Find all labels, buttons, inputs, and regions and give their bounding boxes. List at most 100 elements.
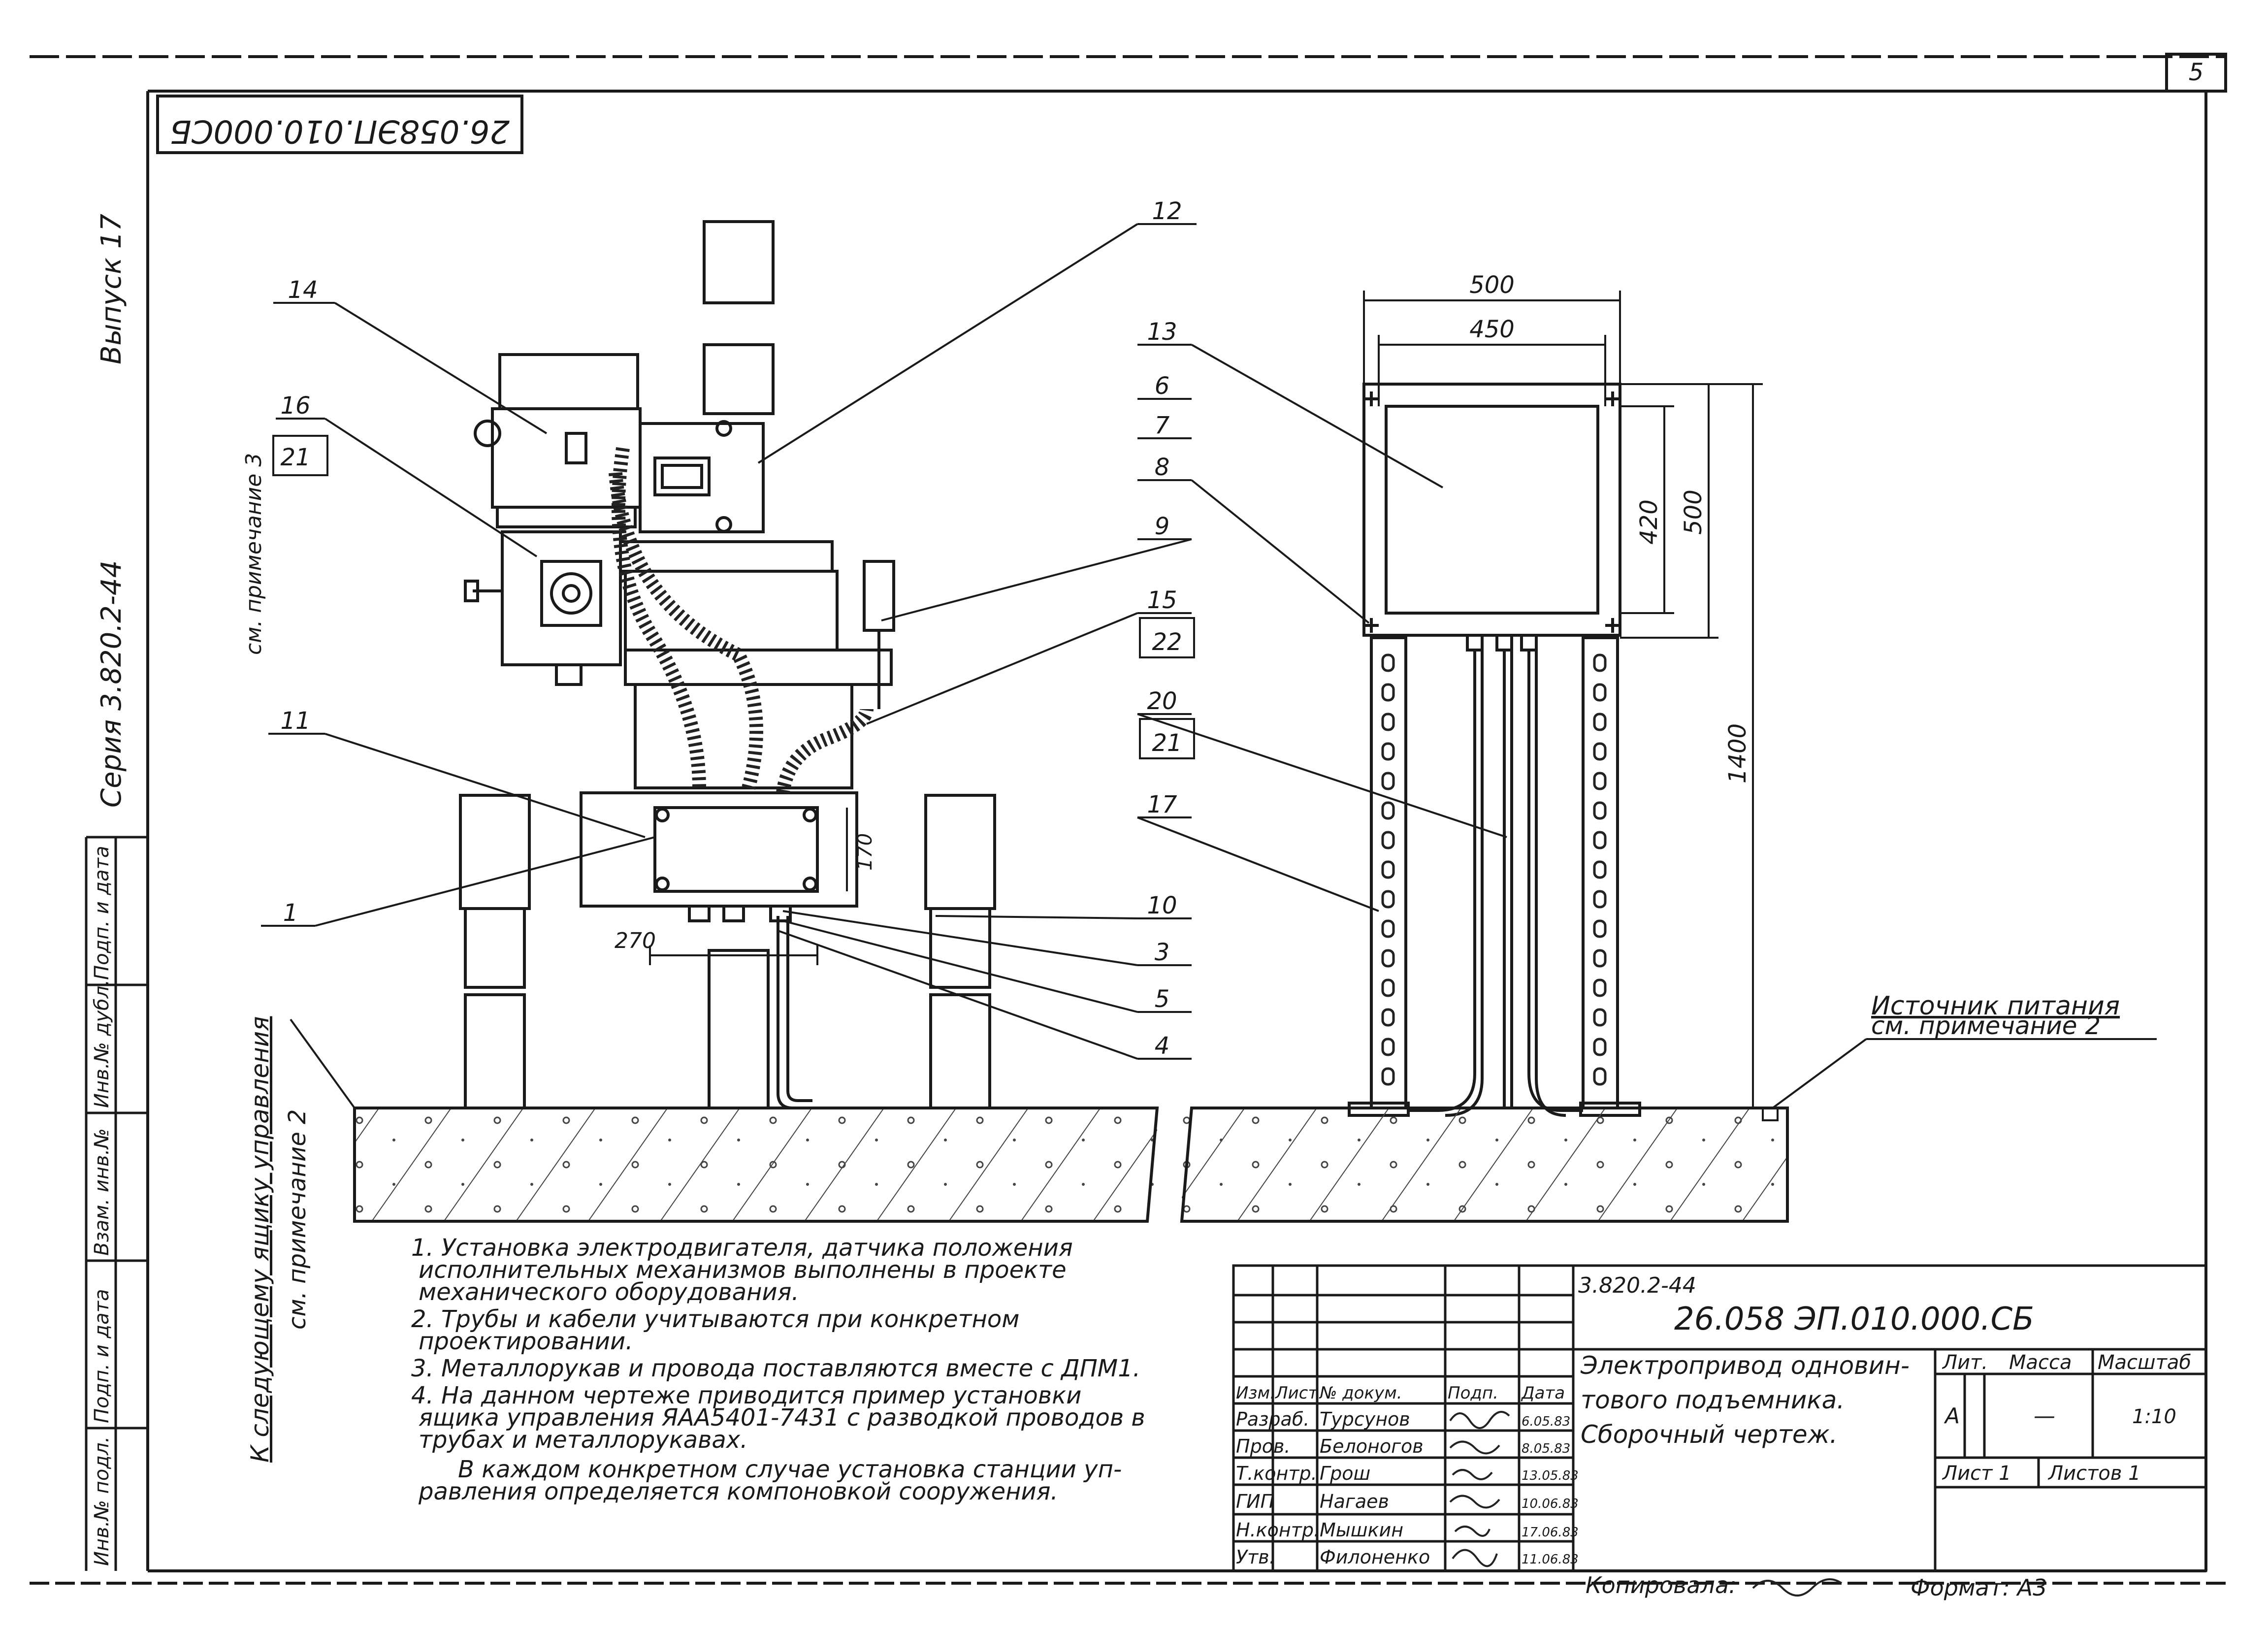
sign-date-gip: 10.06.83 [1522,1497,1579,1511]
stamp-label-vzam: Взам. инв.№ [91,1128,113,1256]
callout-14: 14 [288,276,318,304]
sign-name-nkontr: Мышкин [1320,1519,1403,1541]
sign-date-utv: 11.06.83 [1522,1552,1579,1567]
dim-450-width: 450 [1469,316,1515,343]
side-text-primechanie3: см. примечание 3 [241,453,266,655]
sheet-number: 5 [2189,59,2204,86]
sheet-number-box: 5 [2165,53,2227,93]
sign-name-gip: Нагаев [1320,1491,1389,1512]
lit-value: А [1944,1403,1960,1429]
note-line-1: 1. Установка электродвигателя, датчика п… [411,1234,1073,1262]
sign-role-razrab: Разраб. [1236,1408,1309,1430]
sign-date-nkontr: 17.06.83 [1522,1525,1579,1540]
callout-21-right: 21 [1152,729,1182,757]
title-name-line-1: Электропривод одновин- [1580,1351,1910,1380]
metal-hoses [609,447,874,794]
callout-20: 20 [1147,687,1177,715]
sign-role-prov: Пров. [1236,1435,1290,1457]
dim-420-height: 420 [1635,499,1663,545]
title-header-list: Лист [1274,1383,1318,1403]
callout-16: 16 [280,392,310,420]
callout-3: 3 [1155,939,1170,966]
stamp-label-podp-2: Подп. и дата [91,1289,113,1423]
notes-block: 1. Установка электродвигателя, датчика п… [411,1234,1145,1505]
lit-label: Лит. [1942,1351,1988,1374]
masshtab-label: Масштаб [2098,1351,2191,1374]
power-source-label: Источник питания [1871,991,2120,1021]
sign-role-gip: ГИП [1236,1491,1274,1512]
sign-date-tkontr: 13.05.83 [1522,1468,1579,1483]
footer-kopiroval: Копировала: [1586,1572,1737,1598]
concrete-slab-right [1180,1107,1789,1223]
note-line-6: 3. Металлорукав и провода поставляются в… [411,1355,1140,1382]
callout-21-left: 21 [280,444,310,471]
footer-format: Формат: А3 [1911,1574,2047,1601]
callout-10: 10 [1147,892,1177,919]
massa-value: — [2034,1403,2055,1429]
leg-perforations [1381,653,1607,1086]
callout-22: 22 [1152,628,1182,656]
stamp-label-podp-1: Подп. и дата [91,846,113,980]
note-line-2: исполнительных механизмов выполнены в пр… [419,1256,1067,1284]
title-header-doc: № докум. [1319,1383,1402,1403]
sign-role-nkontr: Н.контр. [1236,1519,1320,1541]
note-line-11: равления определяется компоновкой сооруж… [418,1478,1058,1505]
title-block-grid [1232,1264,2207,1572]
masshtab-value: 1:10 [2132,1405,2176,1428]
dim-170-height: 170 [854,833,876,871]
title-header-data: Дата [1521,1383,1565,1403]
sign-name-tkontr: Грош [1320,1463,1370,1484]
concrete-slab-left [353,1107,1159,1223]
callout-8: 8 [1155,454,1170,481]
left-stamp-column [85,836,148,1571]
callout-7: 7 [1155,412,1170,439]
dim-500-height: 500 [1680,489,1707,535]
callout-11: 11 [280,707,310,735]
sign-name-prov: Белоногов [1320,1435,1424,1457]
dim-270-width: 270 [615,928,656,953]
listov-label: Листов 1 [2047,1462,2141,1485]
dim-500-width: 500 [1469,271,1515,299]
dim-1400-height: 1400 [1724,723,1751,783]
callout-17: 17 [1147,791,1177,818]
note-line-4: 2. Трубы и кабели учитываются при конкре… [411,1305,1020,1333]
power-source-note: см. примечание 2 [1871,1011,2101,1040]
stamp-label-inv-podl: Инв.№ подл. [91,1436,113,1566]
callout-9: 9 [1155,513,1170,540]
title-name-line-3: Сборочный чертеж. [1581,1420,1838,1449]
callout-12: 12 [1152,197,1182,225]
rotated-doc-code: 26.058ЭП.010.000СБ [170,113,510,149]
handwritten-signatures [1449,1411,1510,1567]
stamp-label-inv-dubl: Инв.№ дубл. [91,979,113,1108]
side-text-to-next-box: К следующему ящику управления [246,1016,274,1463]
sign-name-razrab: Турсунов [1320,1408,1410,1430]
title-name-line-2: тового подъемника. [1581,1386,1845,1414]
copyist-signature [1752,1578,1843,1596]
mechanism-view [459,220,996,1109]
side-text-primechanie2: см. примечание 2 [284,1109,311,1330]
callout-5: 5 [1155,985,1170,1013]
title-header-izm: Изм. [1236,1383,1275,1403]
sign-role-tkontr: Т.контр. [1236,1463,1317,1484]
note-line-5: проектировании. [419,1328,633,1355]
sign-role-utv: Утв. [1236,1546,1275,1568]
sheet-frame [30,55,2226,1585]
side-text-vypusk: Выпуск 17 [96,214,128,364]
note-line-3: механического оборудования. [419,1278,799,1306]
title-header-podp: Подп. [1448,1383,1498,1403]
rotated-code-box: 26.058ЭП.010.000СБ [156,95,523,154]
callout-15: 15 [1147,586,1177,614]
callout-6: 6 [1155,372,1170,400]
massa-label: Масса [2009,1351,2072,1374]
list-label: Лист 1 [1942,1462,2011,1485]
dimension-lines [649,291,1763,1108]
title-doc-code: 26.058 ЭП.010.000.СБ [1674,1301,2034,1337]
callout-1: 1 [283,899,298,927]
callout-13: 13 [1147,318,1177,346]
sign-name-utv: Филоненко [1320,1546,1430,1568]
note-line-7: 4. На данном чертеже приводится пример у… [411,1382,1081,1409]
side-text-seriya: Серия 3.820.2-44 [96,560,128,808]
note-line-9: трубах и металлорукавах. [419,1426,747,1454]
sign-date-razrab: 6.05.83 [1522,1414,1570,1429]
